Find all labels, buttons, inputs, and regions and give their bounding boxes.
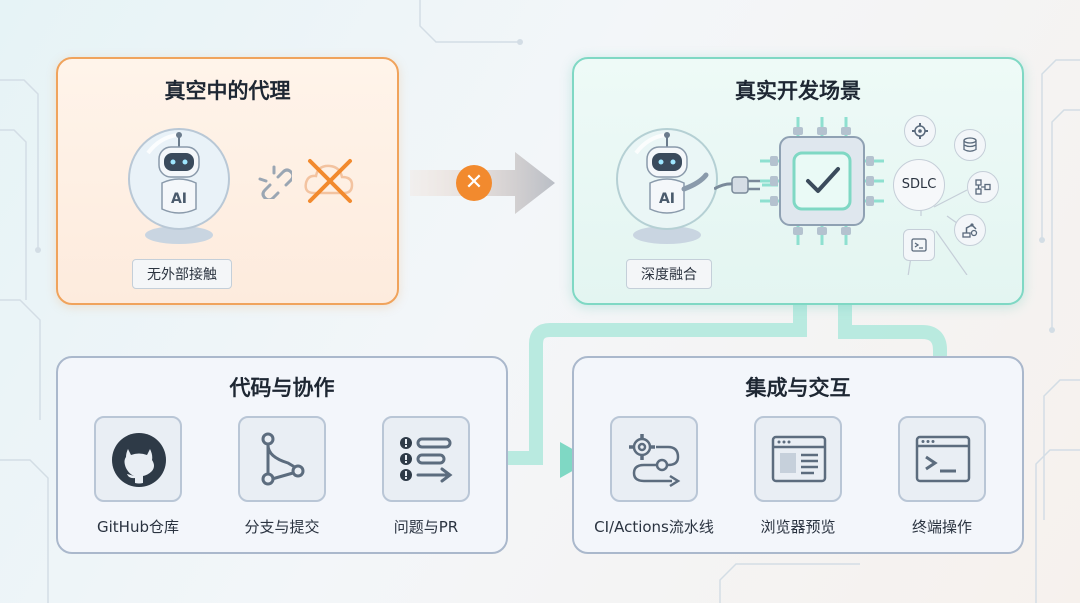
no-external-contact-pill: 无外部接触	[132, 259, 232, 289]
sdlc-gear-node	[904, 115, 936, 147]
blocked-x-icon: ✕	[456, 165, 492, 201]
chip-icon	[760, 117, 884, 245]
browser-icon	[771, 435, 827, 483]
sdlc-robot-arm-node	[954, 214, 986, 246]
terminal-tile	[898, 416, 986, 502]
crossed-cloud-icon	[304, 159, 354, 203]
vacuum-agent-panel: 真空中的代理 AI 无外部接触	[56, 57, 399, 305]
flow-terminal-to-real	[838, 300, 947, 386]
tile-label: 终端操作	[911, 518, 972, 536]
sdlc-flowchart-node	[967, 171, 999, 203]
tile-label: 浏览器预览	[760, 518, 836, 536]
deep-integration-pill: 深度融合	[626, 259, 712, 289]
panel-title: 真实开发场景	[735, 79, 861, 103]
issues-pr-tile	[382, 416, 470, 502]
pipeline-gear-icon	[629, 434, 681, 488]
terminal-icon	[911, 238, 927, 252]
panel-title: 集成与交互	[745, 376, 851, 400]
tile-label: 问题与PR	[393, 518, 459, 536]
sdlc-database-node	[954, 129, 986, 161]
code-collab-panel: 代码与协作 GitHub仓库 分支与提交	[56, 356, 508, 554]
tile-label: GitHub仓库	[97, 518, 179, 536]
robot-in-globe-icon: AI	[128, 128, 230, 244]
integration-panel: 集成与交互 CI/Actions流水线 浏览器预览	[572, 356, 1024, 554]
flowchart-icon	[975, 179, 991, 195]
flow-code-to-real	[484, 300, 807, 465]
database-icon	[963, 137, 977, 152]
github-icon	[112, 433, 166, 487]
robot-in-globe-icon: AI	[616, 128, 718, 244]
robot-label: AI	[171, 191, 187, 207]
ci-pipeline-tile	[610, 416, 698, 502]
sdlc-hub: SDLC	[893, 159, 945, 211]
tile-label: 分支与提交	[244, 518, 320, 536]
browser-preview-tile	[754, 416, 842, 502]
panel-title: 代码与协作	[229, 376, 335, 400]
robot-arm-icon	[962, 223, 978, 238]
branch-icon	[261, 432, 305, 486]
gear-icon	[912, 123, 928, 139]
issues-pr-icon	[400, 437, 453, 483]
terminal-icon	[915, 435, 971, 483]
broken-link-icon	[258, 165, 292, 199]
panel-title: 真空中的代理	[164, 79, 291, 103]
tile-label: CI/Actions流水线	[594, 518, 714, 536]
branch-commit-tile	[238, 416, 326, 502]
real-dev-panel: 真实开发场景 AI	[572, 57, 1024, 305]
sdlc-terminal-node	[903, 229, 935, 261]
robot-label: AI	[659, 191, 675, 207]
plug-cable-icon	[714, 176, 778, 194]
github-repo-tile	[94, 416, 182, 502]
check-icon	[806, 167, 840, 193]
